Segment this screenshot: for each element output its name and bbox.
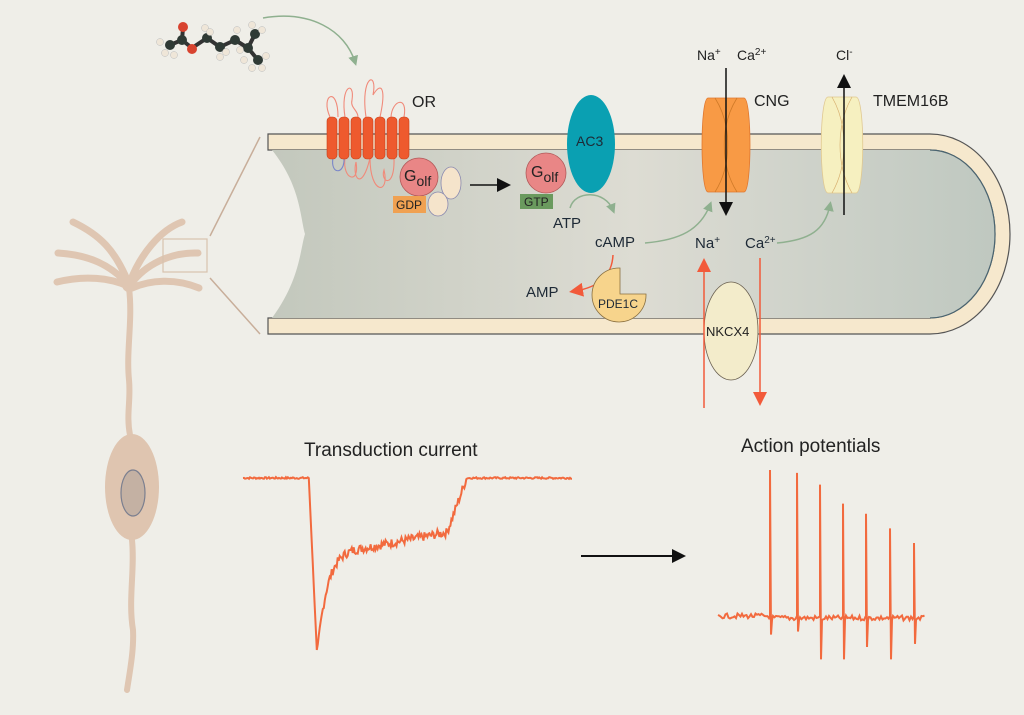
cng-label: CNG <box>754 93 790 110</box>
ac3-label: AC3 <box>576 133 603 149</box>
camp-label: cAMP <box>595 234 635 251</box>
dendrite-1 <box>69 218 132 286</box>
g-gamma-subunit <box>427 191 449 217</box>
ca-inside-label: Ca2+ <box>745 235 776 252</box>
golf-gdp-complex: Golf GDP <box>393 157 462 217</box>
golf-gtp-complex: Golf GTP <box>520 152 567 209</box>
atp-label: ATP <box>553 215 581 232</box>
gdp-badge <box>393 196 426 213</box>
atp-to-camp-arrow <box>569 194 616 214</box>
golf-label: Golf <box>404 168 431 189</box>
amp-label: AMP <box>526 284 559 301</box>
zoom-line-top <box>209 136 261 237</box>
dendrite-shaft <box>125 285 134 438</box>
gdp-label: GDP <box>396 198 422 212</box>
pde1c-enzyme <box>591 267 647 323</box>
axon <box>124 537 137 693</box>
ca-to-tmem16b-arrow <box>776 201 834 244</box>
g-beta-subunit <box>440 166 462 200</box>
dendrite-6 <box>128 277 203 292</box>
zoom-line-bottom <box>209 277 261 335</box>
transduction-current-title: Transduction current <box>304 440 478 461</box>
dendrite-2 <box>54 249 132 288</box>
nkcx4-label: NKCX4 <box>706 324 749 339</box>
or-label: OR <box>412 94 436 111</box>
neuron-nucleus <box>120 469 146 517</box>
golf-active-label: Golf <box>531 164 558 185</box>
tmem16b-label: TMEM16B <box>873 93 949 110</box>
dendrite-3 <box>53 274 132 290</box>
odorant-molecule <box>156 21 270 72</box>
gtp-badge <box>520 194 553 209</box>
inner-membrane-edge <box>929 149 996 319</box>
odorant-binding-arrow <box>262 15 358 66</box>
dendritic-knob <box>122 278 136 292</box>
tmem16b-channel <box>820 96 864 194</box>
action-potentials-trace <box>717 469 925 660</box>
ca-outside-label: Ca2+ <box>737 47 766 63</box>
dendrite-5 <box>127 249 202 288</box>
camp-to-cng-arrow <box>644 201 713 244</box>
adenylyl-cyclase-ac3 <box>567 95 615 193</box>
transduction-current-trace <box>242 475 572 651</box>
action-potentials-title: Action potentials <box>741 436 880 457</box>
zoom-region-box <box>162 238 208 273</box>
pde1c-label: PDE1C <box>598 297 638 311</box>
olfactory-neuron <box>53 218 203 693</box>
dendrite-4 <box>126 218 186 286</box>
golf-active <box>525 152 567 194</box>
olfactory-receptor <box>326 79 410 188</box>
na-outside-label: Na+ <box>697 47 721 63</box>
na-inside-label: Na+ <box>695 235 720 252</box>
cl-label: Cl- <box>836 47 853 63</box>
gtp-label: GTP <box>524 195 549 209</box>
